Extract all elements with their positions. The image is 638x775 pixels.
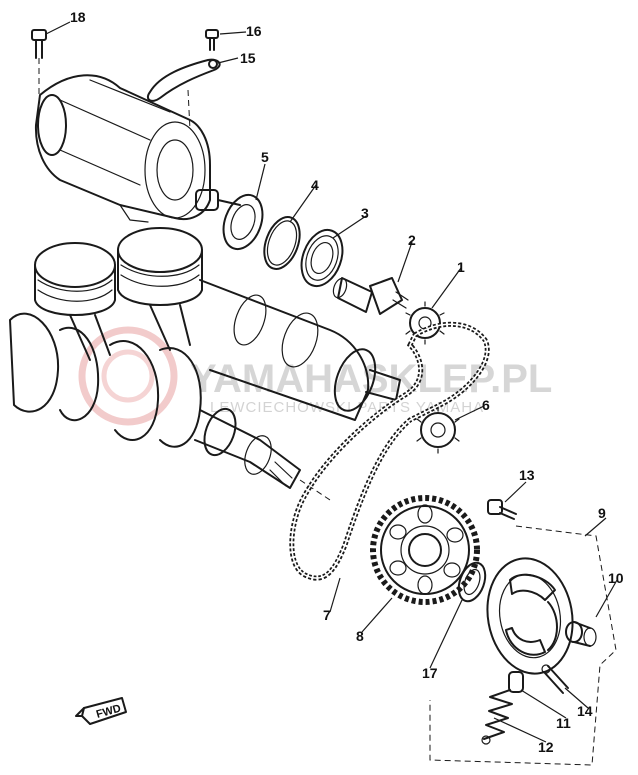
screw-16 bbox=[205, 29, 219, 51]
sprocket-8 bbox=[370, 495, 480, 605]
watermark-logo-icon bbox=[78, 326, 178, 426]
callout-12: 12 bbox=[538, 739, 554, 755]
callout-9: 9 bbox=[598, 505, 606, 521]
callout-6: 6 bbox=[482, 397, 490, 413]
starter-shaft-2 bbox=[332, 277, 409, 315]
callout-16: 16 bbox=[246, 23, 262, 39]
callout-13: 13 bbox=[519, 467, 535, 483]
bolt-18 bbox=[31, 29, 47, 100]
o-ring-4 bbox=[263, 216, 301, 270]
callout-4: 4 bbox=[311, 177, 319, 193]
callout-2: 2 bbox=[408, 232, 416, 248]
crankshaft-assembly bbox=[9, 227, 401, 501]
starter-chain-7 bbox=[289, 321, 490, 581]
callout-18: 18 bbox=[70, 9, 86, 25]
leader-lines bbox=[45, 21, 618, 743]
watermark-subtext: LEWCIECHOWSKI PARTS YAMAHA bbox=[210, 399, 484, 416]
roller-10 bbox=[565, 621, 597, 647]
bearing-3 bbox=[300, 228, 344, 288]
pin-14 bbox=[541, 664, 569, 694]
callout-17: 17 bbox=[422, 665, 438, 681]
callouts: 18 16 15 5 4 3 2 1 6 13 9 10 7 8 17 14 1… bbox=[70, 9, 624, 755]
starter-clutch-9 bbox=[429, 525, 617, 766]
spring-12 bbox=[481, 689, 513, 745]
callout-8: 8 bbox=[356, 628, 364, 644]
callout-11: 11 bbox=[556, 715, 571, 731]
callout-10: 10 bbox=[608, 570, 624, 586]
sprocket-6 bbox=[416, 406, 460, 454]
callout-7: 7 bbox=[323, 607, 331, 623]
callout-15: 15 bbox=[240, 50, 256, 66]
callout-3: 3 bbox=[361, 205, 369, 221]
callout-5: 5 bbox=[261, 149, 269, 165]
callout-1: 1 bbox=[457, 259, 465, 275]
fwd-arrow-icon: FWD bbox=[75, 697, 127, 725]
callout-14: 14 bbox=[577, 703, 593, 719]
spring-cap-11 bbox=[508, 671, 524, 693]
bolt-13 bbox=[487, 499, 517, 520]
oil-seal-5 bbox=[222, 193, 264, 251]
lead-clamp-15 bbox=[146, 58, 221, 131]
washer-17 bbox=[457, 561, 487, 603]
starter-motor bbox=[34, 74, 241, 223]
